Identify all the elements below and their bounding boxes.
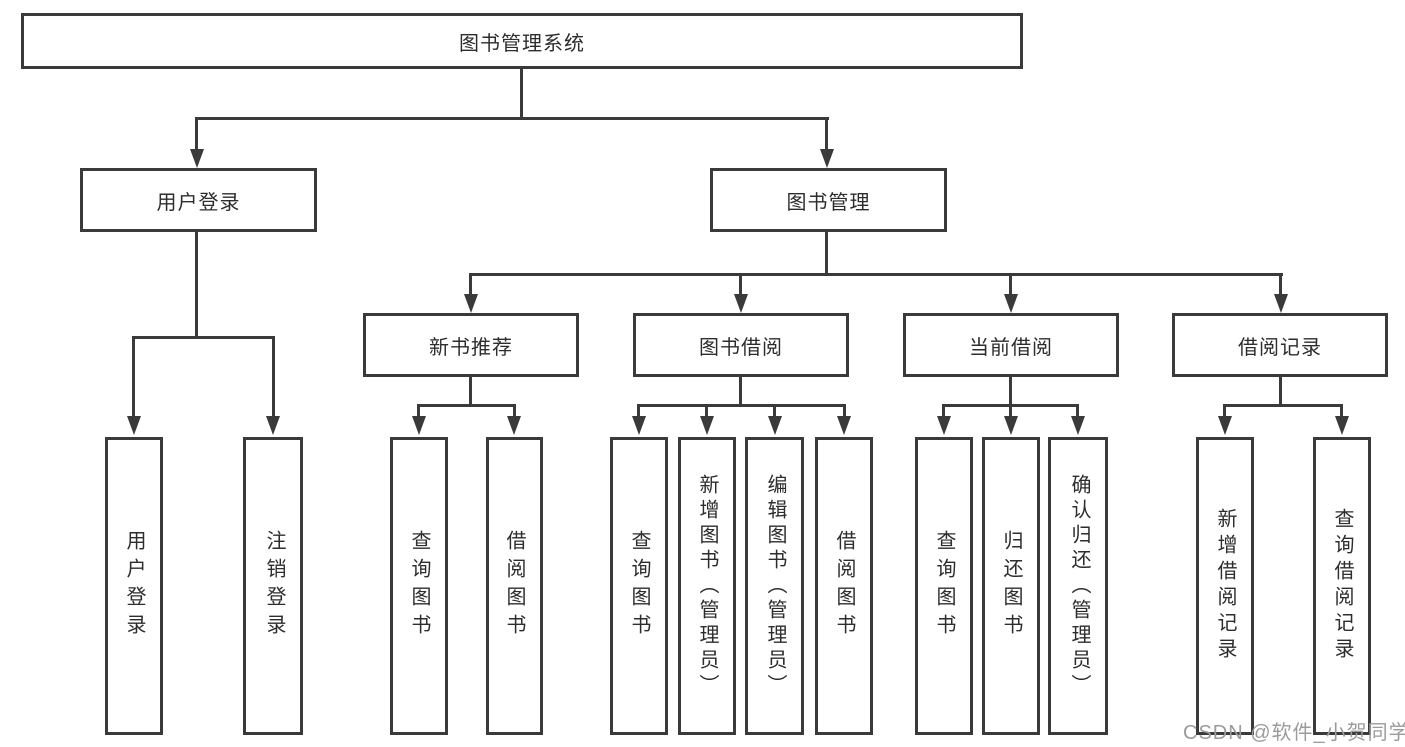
connector-stem bbox=[739, 377, 742, 406]
leaf-add-borrow-record: 新增借阅记录 bbox=[1196, 437, 1254, 735]
arrow-down-icon bbox=[1274, 294, 1288, 313]
arrow-down-icon bbox=[700, 416, 714, 435]
connector-rail bbox=[1223, 404, 1343, 407]
connector-rail bbox=[417, 404, 516, 407]
connector-stem bbox=[637, 404, 640, 420]
arrow-down-icon bbox=[266, 416, 280, 435]
connector-stem bbox=[195, 232, 198, 338]
arrow-down-icon bbox=[190, 149, 204, 168]
arrow-down-icon bbox=[1004, 294, 1018, 313]
connector-stem bbox=[1279, 273, 1282, 297]
connector-rail bbox=[637, 404, 846, 407]
node-borrow-records: 借阅记录 bbox=[1172, 313, 1388, 377]
leaf-borrow-books-2: 借阅图书 bbox=[815, 437, 873, 735]
leaf-return-books: 归还图书 bbox=[982, 437, 1040, 735]
connector-stem bbox=[132, 336, 135, 418]
leaf-query-books-1: 查询图书 bbox=[390, 437, 448, 735]
connector-stem bbox=[1279, 377, 1282, 406]
connector-stem bbox=[1076, 404, 1079, 420]
leaf-query-books-3: 查询图书 bbox=[915, 437, 973, 735]
connector-stem bbox=[705, 404, 708, 420]
node-new-book-recommend: 新书推荐 bbox=[363, 313, 579, 377]
arrow-down-icon bbox=[937, 416, 951, 435]
connector-stem bbox=[469, 273, 472, 297]
arrow-down-icon bbox=[1335, 416, 1349, 435]
csdn-watermark: CSDN @软件_小贺同学 bbox=[1183, 722, 1405, 744]
connector-stem bbox=[469, 377, 472, 406]
arrow-down-icon bbox=[1071, 416, 1085, 435]
connector-root-stem bbox=[520, 69, 523, 120]
connector-level2-rail bbox=[469, 273, 1283, 276]
connector-stem bbox=[1223, 404, 1226, 420]
connector-stem bbox=[825, 117, 828, 150]
leaf-user-login: 用户登录 bbox=[105, 437, 163, 735]
leaf-query-books-2: 查询图书 bbox=[610, 437, 668, 735]
connector-rail bbox=[132, 336, 275, 339]
node-user-login: 用户登录 bbox=[80, 168, 317, 232]
connector-level1-rail bbox=[195, 117, 829, 120]
leaf-logout: 注销登录 bbox=[243, 437, 303, 735]
arrow-down-icon bbox=[1004, 416, 1018, 435]
connector-stem bbox=[195, 117, 198, 150]
connector-stem bbox=[843, 404, 846, 420]
arrow-down-icon bbox=[734, 294, 748, 313]
arrow-down-icon bbox=[507, 416, 521, 435]
connector-stem bbox=[272, 336, 275, 418]
node-book-borrow: 图书借阅 bbox=[633, 313, 849, 377]
arrow-down-icon bbox=[837, 416, 851, 435]
connector-stem bbox=[942, 404, 945, 420]
leaf-edit-books-admin: 编辑图书（管理员） bbox=[745, 437, 804, 735]
node-current-borrow: 当前借阅 bbox=[903, 313, 1119, 377]
connector-stem bbox=[1340, 404, 1343, 420]
leaf-confirm-return-admin: 确认归还（管理员） bbox=[1048, 437, 1108, 735]
arrow-down-icon bbox=[1218, 416, 1232, 435]
leaf-borrow-books-1: 借阅图书 bbox=[486, 437, 543, 735]
connector-stem bbox=[417, 404, 420, 420]
leaf-add-books-admin: 新增图书（管理员） bbox=[678, 437, 736, 735]
connector-stem bbox=[739, 273, 742, 297]
connector-stem bbox=[773, 404, 776, 420]
arrow-down-icon bbox=[768, 416, 782, 435]
connector-stem bbox=[825, 232, 828, 275]
arrow-down-icon bbox=[412, 416, 426, 435]
connector-stem bbox=[1009, 273, 1012, 297]
arrow-down-icon bbox=[464, 294, 478, 313]
arrow-down-icon bbox=[820, 149, 834, 168]
node-root: 图书管理系统 bbox=[21, 13, 1023, 69]
connector-stem bbox=[1009, 377, 1012, 406]
leaf-query-borrow-record: 查询借阅记录 bbox=[1313, 437, 1371, 735]
connector-stem bbox=[513, 404, 516, 420]
node-book-management: 图书管理 bbox=[710, 168, 947, 232]
arrow-down-icon bbox=[632, 416, 646, 435]
arrow-down-icon bbox=[127, 416, 141, 435]
connector-stem bbox=[1009, 404, 1012, 420]
